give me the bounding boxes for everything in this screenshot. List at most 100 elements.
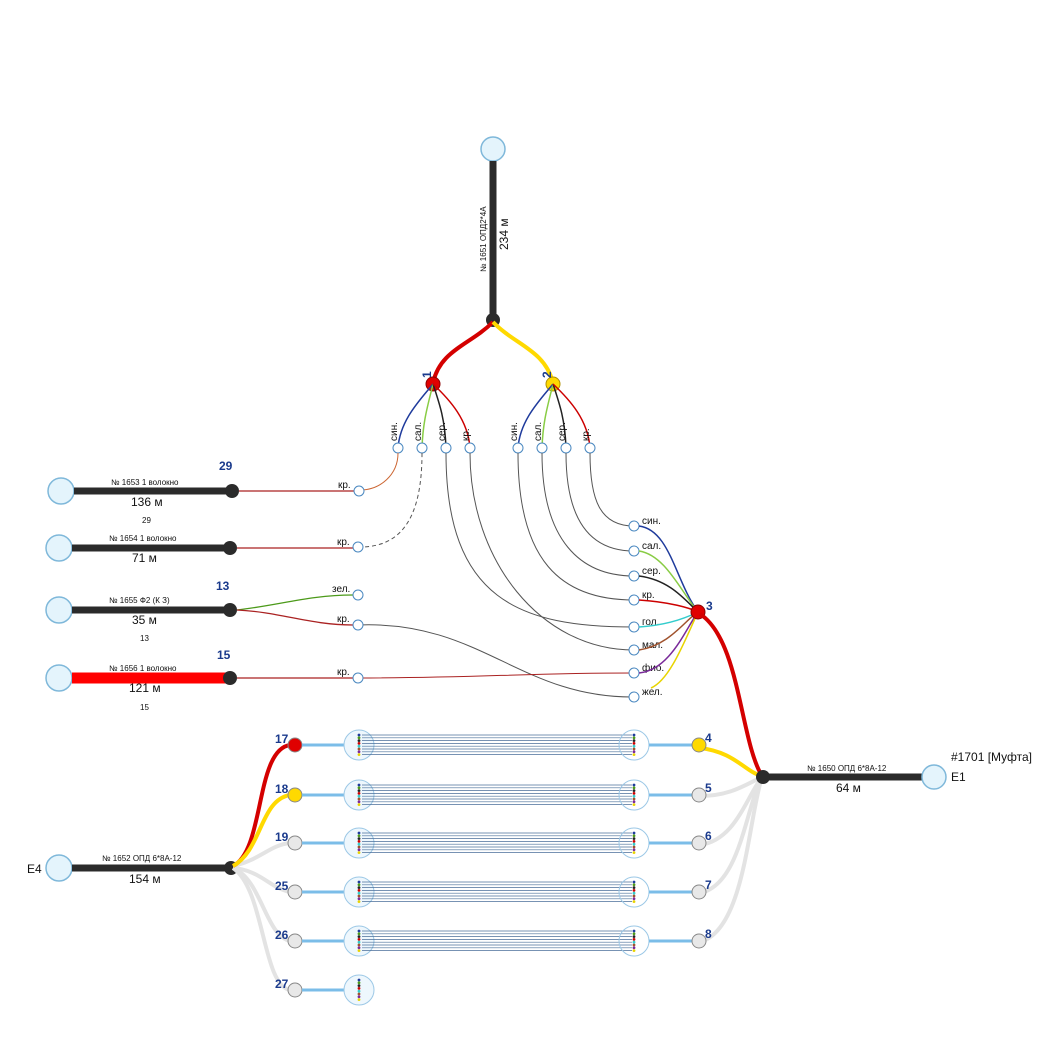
port-2-1[interactable] [512,442,524,454]
port-2-2-label: сал. [533,422,544,441]
module-left-dot [357,747,361,751]
port-2-2[interactable] [536,442,548,454]
module-right-dot [632,831,636,835]
module-left-dot [357,783,361,787]
left-cable-2-port[interactable] [352,541,364,553]
port-1-4[interactable] [464,442,476,454]
module-left-node[interactable] [287,884,303,900]
module-left-dot [357,987,361,990]
top-cable-name: № 1651 ОПД2*4А [479,206,488,272]
port-3-3[interactable] [628,570,640,582]
module-left-node[interactable] [287,787,303,803]
left-cable-3-port-2-label: кр. [337,614,350,625]
port-1-3-label: сер. [437,422,448,441]
left-cable-4-name: № 1656 1 волокно [109,664,177,673]
bottom-cable-endpoint[interactable] [45,854,73,882]
port-3-1-label: син. [642,516,661,527]
port-1-4-label: кр. [461,428,472,441]
module-left-dot [357,978,361,982]
right-cable-length: 64 м [836,781,861,795]
port-2-3[interactable] [560,442,572,454]
port-1-1-label: син. [389,422,400,441]
bfan-27 [231,866,291,992]
left-cable-1-endpoint[interactable] [47,477,75,505]
left-cable-2-length: 71 м [132,551,157,565]
port-3-7[interactable] [628,667,640,679]
module-left-node[interactable] [287,933,303,949]
left-cable-3[interactable]: № 1655 Ф2 (К З) 35 м 13 13 зел. кр. [45,579,364,643]
module-right-dot [632,783,636,787]
module-left-node[interactable] [287,835,303,851]
left-cable-1-port[interactable] [353,485,365,497]
port-1-2[interactable] [416,442,428,454]
left-cable-1-length: 136 м [131,495,163,509]
port-3-3-label: сер. [642,566,661,577]
port-3-6[interactable] [628,644,640,656]
module-right-dot [632,803,636,806]
left-cable-2[interactable]: № 1654 1 волокно 71 м кр. [45,534,364,565]
module-right-dot [632,943,636,947]
port-2-4[interactable] [584,442,596,454]
module-left-dot [357,935,361,938]
fiber-2-black [552,383,567,449]
left-cable-1-junction[interactable] [225,484,239,498]
port-3-2[interactable] [628,545,640,557]
module-left-node[interactable] [287,737,303,753]
module-right-dot [632,786,636,790]
module-right-dot [632,891,636,895]
module-right-dot [632,794,636,798]
left-cable-4[interactable]: № 1656 1 волокно 121 м 15 15 кр. [45,648,364,712]
module-left-label: 26 [275,928,289,942]
link-422-to-360 [359,452,423,548]
port-3-1[interactable] [628,520,640,532]
module-right-dot [632,842,636,846]
module-right-dot [632,750,636,754]
module-left-dot [357,940,361,944]
bottom-cable-length: 154 м [129,872,161,886]
port-3-5[interactable] [628,621,640,633]
module-left-dot [357,932,361,936]
module-right-node[interactable] [691,933,707,949]
module-right-dot [632,840,636,843]
module-left-dot [357,897,361,901]
module-right-dot [632,900,636,903]
left-cable-4-junction[interactable] [223,671,237,685]
port-3-8-label: жел. [642,687,663,698]
module-left-dot [357,900,361,903]
left-cable-3-port-1[interactable] [352,589,364,601]
module-right-node[interactable] [691,787,707,803]
left-cable-4-port[interactable] [352,672,364,684]
module-left-dot [357,842,361,846]
port-1-3[interactable] [440,442,452,454]
module-left-dot [357,733,361,737]
left-cable-3-fiber-red [236,609,354,626]
left-cable-4-endpoint[interactable] [45,664,73,692]
module-left-dot [357,831,361,835]
left-cable-2-endpoint[interactable] [45,534,73,562]
module-left-dot [357,989,361,993]
left-cable-3-junction[interactable] [223,603,237,617]
right-cable-endpoint[interactable] [921,764,947,790]
module-left-node[interactable] [287,982,303,998]
module-right-dot [632,797,636,801]
right-cable-junction[interactable] [756,770,770,784]
port-1-1[interactable] [392,442,404,454]
module-row-6[interactable]: 27 [275,974,375,1006]
left-cable-3-endpoint[interactable] [45,596,73,624]
module-right-node[interactable] [691,835,707,851]
module-right-node[interactable] [691,884,707,900]
port-3-4[interactable] [628,594,640,606]
bottom-endpoint-label: E4 [27,862,42,876]
left-cable-2-junction[interactable] [223,541,237,555]
left-cable-3-port-2[interactable] [352,619,364,631]
port-3-8[interactable] [628,691,640,703]
module-right-dot [632,883,636,887]
top-cable-endpoint[interactable] [480,136,506,162]
module-right-node[interactable] [691,737,707,753]
left-cable-1[interactable]: № 1653 1 волокно 136 м 29 29 кр. [47,459,365,525]
